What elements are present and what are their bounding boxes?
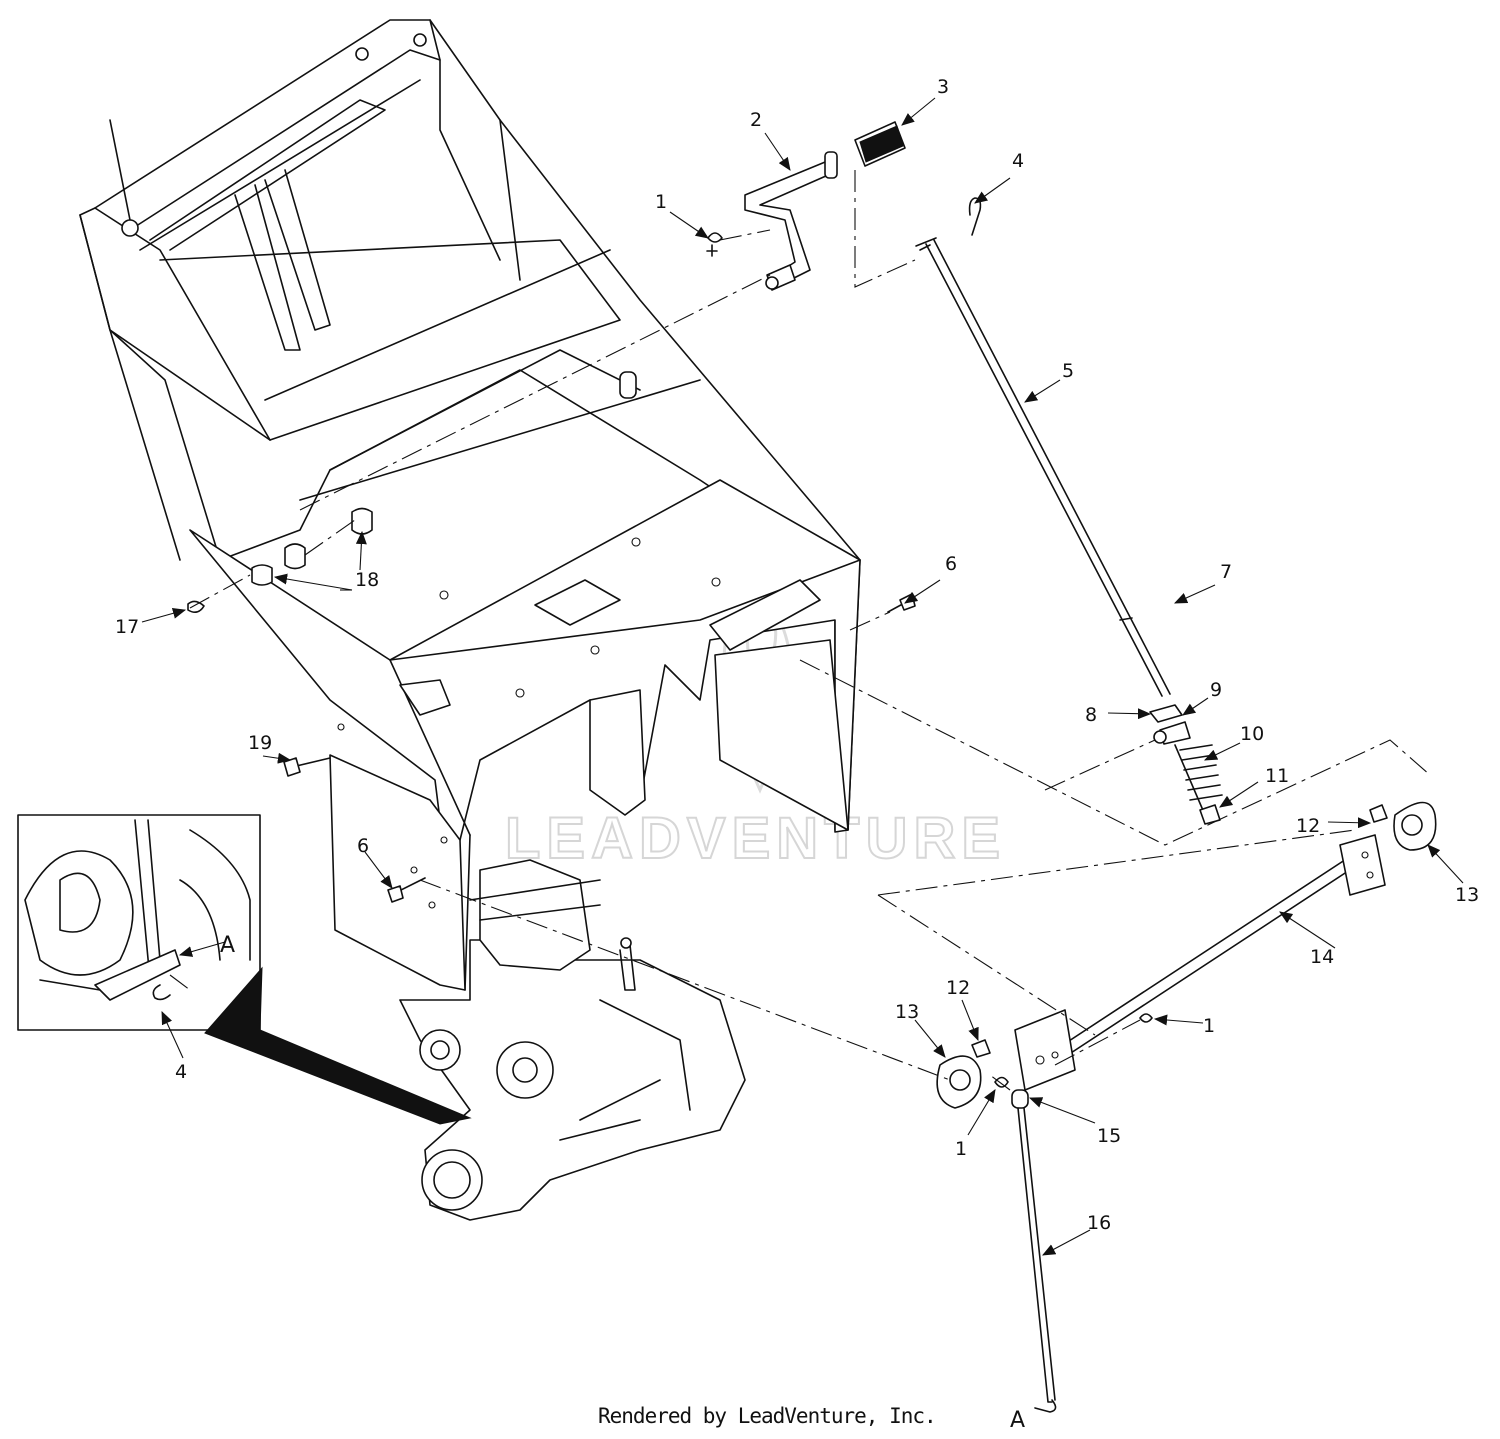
callout-17-clip: 17 xyxy=(115,616,139,638)
handle-frame xyxy=(79,19,861,831)
callout-8-washer: 8 xyxy=(1085,704,1097,726)
callout-A-inset: A xyxy=(220,933,235,958)
callout-6-bolt-lower: 6 xyxy=(357,835,369,857)
shift-lever xyxy=(706,121,906,291)
callout-19-bolt: 19 xyxy=(248,732,272,754)
callout-4-clip-inset: 4 xyxy=(175,1061,187,1083)
leader-lines xyxy=(141,97,1464,1256)
control-rod xyxy=(915,197,1223,825)
watermark: LEADVENTURE xyxy=(504,585,1006,872)
callout-6-bolt-upper: 6 xyxy=(945,553,957,575)
callout-18-bushings: 18 xyxy=(355,569,379,591)
watermark-text: LEADVENTURE xyxy=(505,806,1006,871)
callout-4-clip-upper: 4 xyxy=(1012,150,1024,172)
callout-15: 15 xyxy=(1097,1125,1121,1147)
inset-detail xyxy=(17,814,472,1125)
callout-2-lever: 2 xyxy=(750,109,762,131)
callout-13-bearing-right: 13 xyxy=(1455,884,1479,906)
callout-12-nut-left: 12 xyxy=(946,977,970,999)
callout-A-rod-end: A xyxy=(1010,1408,1025,1433)
callout-labels: 1 2 3 4 5 6 7 8 9 10 11 12 13 14 1 13 12… xyxy=(115,76,1479,1433)
cross-shaft xyxy=(936,801,1437,1413)
callout-7: 7 xyxy=(1220,561,1232,583)
callout-16-link-rod: 16 xyxy=(1087,1212,1111,1234)
callout-5-rod: 5 xyxy=(1062,360,1074,382)
callout-14-shaft: 14 xyxy=(1310,946,1334,968)
chassis xyxy=(189,479,861,991)
callout-10-spring: 10 xyxy=(1240,723,1264,745)
callout-1-pin-right: 1 xyxy=(1203,1015,1215,1037)
dashed-lines xyxy=(189,170,1431,1091)
credit-text: Rendered by LeadVenture, Inc. xyxy=(598,1404,937,1428)
callout-12-nut-right: 12 xyxy=(1296,815,1320,837)
callout-1-pin-upper: 1 xyxy=(655,191,667,213)
callout-9: 9 xyxy=(1210,679,1222,701)
callout-11-nut: 11 xyxy=(1265,765,1289,787)
transmission xyxy=(399,859,746,1221)
callout-3-grip: 3 xyxy=(937,76,949,98)
callout-1-pin-lower: 1 xyxy=(955,1138,967,1160)
callout-13-bearing-left: 13 xyxy=(895,1001,919,1023)
